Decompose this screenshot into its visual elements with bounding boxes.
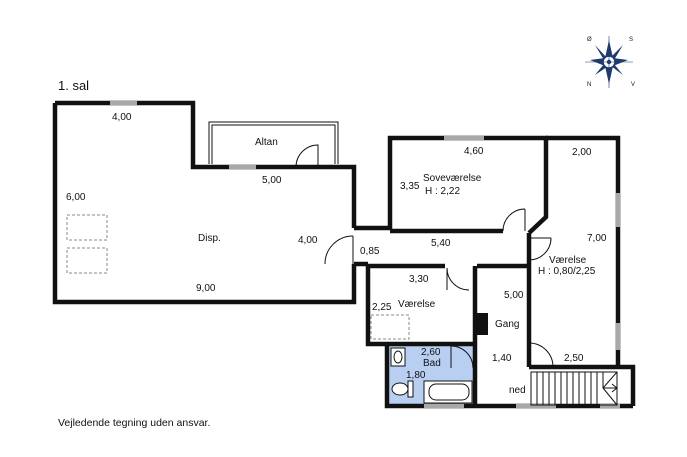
room-height-vaerelse-right: H : 0,80/2,25 — [538, 266, 596, 277]
room-name-gang: Gang — [495, 319, 519, 330]
dim-small-top: 3,30 — [409, 274, 429, 285]
room-name-vaerelse-small: Værelse — [398, 299, 436, 310]
dim-disp-bottom: 9,00 — [196, 283, 216, 294]
dim-disp-top: 4,00 — [112, 112, 132, 123]
compass-label-o: Ø — [587, 37, 592, 43]
dim-bad-left: 1,80 — [406, 370, 426, 381]
compass-label-s: S — [629, 37, 633, 43]
altan-railing — [208, 121, 339, 164]
dim-right-bottom: 2,50 — [564, 353, 584, 364]
floor-title: 1. sal — [58, 78, 89, 93]
dim-small-left: 2,25 — [372, 302, 392, 313]
dim-sove-top: 4,60 — [464, 146, 484, 157]
doors — [295, 144, 554, 369]
staircase — [530, 371, 618, 406]
stairs-label: ned — [509, 385, 526, 396]
room-name-altan: Altan — [255, 137, 278, 148]
compass-label-n: N — [587, 82, 591, 88]
walls — [52, 100, 636, 409]
room-name-disp: Disp. — [198, 233, 221, 244]
sink-icon — [390, 347, 406, 367]
room-name-vaerelse-right: Værelse — [549, 255, 587, 266]
dim-gang-len: 5,00 — [504, 290, 524, 301]
skylights — [66, 214, 410, 340]
dim-right-side: 7,00 — [587, 233, 607, 244]
chimney — [476, 313, 488, 335]
room-height-sovevaerelse: H : 2,22 — [425, 186, 460, 197]
dim-gang-low: 1,40 — [492, 353, 512, 364]
dim-corridor-start: 0,85 — [360, 246, 380, 257]
dim-corridor-len: 5,40 — [431, 238, 451, 249]
dim-right-top: 2,00 — [572, 147, 592, 158]
dim-disp-right: 4,00 — [298, 235, 318, 246]
room-name-bad: Bad — [423, 358, 441, 369]
disclaimer-text: Vejledende tegning uden ansvar. — [58, 417, 210, 429]
toilet-icon — [391, 380, 414, 398]
dim-disp-left: 6,00 — [66, 192, 86, 203]
dim-sove-left: 3,35 — [400, 181, 420, 192]
compass-icon — [585, 36, 633, 88]
dim-altan-bottom: 5,00 — [262, 175, 282, 186]
dim-bad-top: 2,60 — [421, 347, 441, 358]
compass-label-v: V — [631, 82, 635, 88]
bathtub-icon — [423, 380, 473, 404]
windows — [110, 101, 620, 408]
room-name-sovevaerelse: Soveværelse — [423, 173, 482, 184]
